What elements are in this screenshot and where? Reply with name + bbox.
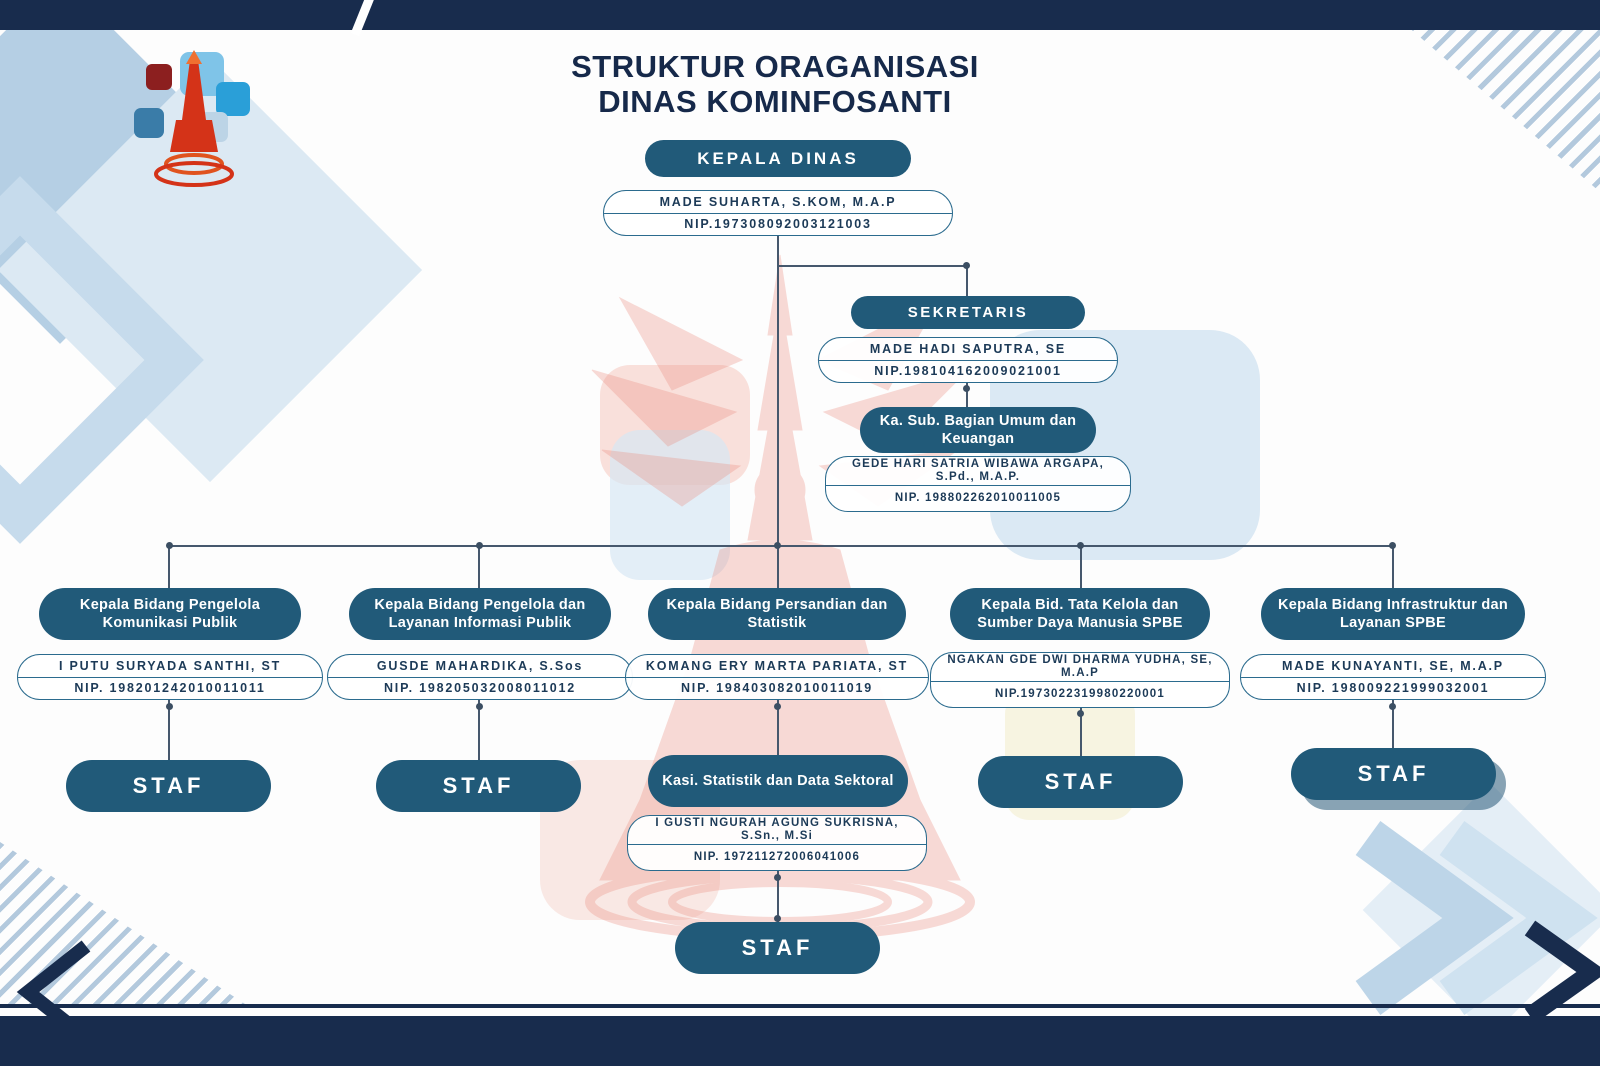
branch-1-title: Kepala Bidang Pengelola Komunikasi Publi… (79, 596, 261, 631)
branch-4-info-box: NGAKAN GDE DWI DHARMA YUDHA, SE, M.A.P N… (930, 652, 1230, 708)
kasi-statistik-nip: NIP. 197211272006041006 (693, 851, 861, 864)
kasub-umum-title: Ka. Sub. Bagian Umum dan Keuangan (879, 412, 1077, 447)
branch-4-staf-label: STAF (1044, 769, 1117, 794)
connector-drop-4 (1080, 545, 1082, 588)
kasub-umum-name: GEDE HARI SATRIA WIBAWA ARGAPA, S.Pd., M… (826, 457, 1130, 487)
branch-3-title: Kepala Bidang Persandian dan Statistik (666, 596, 888, 631)
branch-5-info-box: MADE KUNAYANTI, SE, M.A.P NIP. 198009221… (1240, 654, 1546, 700)
branch-2-name: GUSDE MAHARDIKA, S.Sos (328, 655, 632, 678)
junction-dot (166, 542, 173, 549)
junction-dot (963, 385, 970, 392)
junction-dot (476, 542, 483, 549)
branch-2-staf-pill: STAF (376, 760, 581, 812)
kepala-dinas-info-box: MADE SUHARTA, S.KOM, M.A.P NIP.197308092… (603, 190, 953, 236)
branch-4-name: NGAKAN GDE DWI DHARMA YUDHA, SE, M.A.P (931, 653, 1229, 683)
junction-dot (166, 703, 173, 710)
branch-5-staf-label: STAF (1357, 761, 1430, 786)
kasub-umum-nip: NIP. 198802262010011005 (894, 492, 1062, 505)
branch-1-nip: NIP. 198201242010011011 (74, 681, 266, 696)
kepala-dinas-nip: NIP.197308092003121003 (684, 217, 872, 232)
connector-trunk (777, 236, 779, 545)
branch-4-staf-pill: STAF (978, 756, 1183, 808)
bottom-thin-line (0, 1004, 1600, 1008)
branch-2-title: Kepala Bidang Pengelola dan Layanan Info… (374, 596, 586, 631)
kasi-statistik-title-pill: Kasi. Statistik dan Data Sektoral (648, 755, 908, 807)
branch-1-name: I PUTU SURYADA SANTHI, ST (18, 655, 322, 678)
branch-3-title-pill: Kepala Bidang Persandian dan Statistik (648, 588, 906, 640)
connector-drop-5 (1392, 545, 1394, 588)
connector-kasub-v (966, 383, 968, 407)
decor-blob (610, 430, 730, 580)
decor-diamond (1362, 782, 1600, 1038)
connector-kasi (777, 700, 779, 755)
connector-staf-4 (1080, 708, 1082, 756)
bottom-bar (0, 1016, 1600, 1066)
branch-5-staf-pill: STAF (1291, 748, 1496, 800)
decor-hatch-bottom-left (0, 842, 245, 1004)
branch-4-nip: NIP.1973022319980220001 (994, 688, 1165, 701)
top-bar (0, 0, 1600, 37)
branch-3-name: KOMANG ERY MARTA PARIATA, ST (626, 655, 928, 678)
kasub-umum-title-pill: Ka. Sub. Bagian Umum dan Keuangan (860, 407, 1096, 453)
connector-staf-5 (1392, 700, 1394, 748)
sekretaris-nip: NIP.198104162009021001 (874, 364, 1062, 379)
junction-dot (774, 542, 781, 549)
page-title: STRUKTUR ORAGANISASI DINAS KOMINFOSANTI (525, 49, 1025, 119)
sekretaris-name: MADE HADI SAPUTRA, SE (819, 338, 1117, 361)
branch-2-nip: NIP. 198205032008011012 (383, 681, 577, 696)
connector-distribution (169, 545, 1394, 547)
branch-1-info-box: I PUTU SURYADA SANTHI, ST NIP. 198201242… (17, 654, 323, 700)
connector-drop-1 (168, 545, 170, 588)
junction-dot (476, 703, 483, 710)
page-title-line1: STRUKTUR ORAGANISASI (571, 49, 979, 84)
connector-staf-2 (478, 700, 480, 760)
kasi-statistik-staf-label: STAF (741, 935, 814, 960)
junction-dot (774, 703, 781, 710)
connector-staf-1 (168, 700, 170, 760)
branch-5-nip: NIP. 198009221999032001 (1296, 681, 1490, 696)
decor-hatch-top-right (1411, 30, 1600, 192)
branch-3-nip: NIP. 198403082010011019 (680, 681, 874, 696)
kasi-statistik-info-box: I GUSTI NGURAH AGUNG SUKRISNA, S.Sn., M.… (627, 815, 927, 871)
sekretaris-title-pill: SEKRETARIS (851, 296, 1085, 329)
branch-5-title: Kepala Bidang Infrastruktur dan Layanan … (1277, 596, 1509, 631)
connector-drop-3 (777, 545, 779, 588)
kasi-statistik-name: I GUSTI NGURAH AGUNG SUKRISNA, S.Sn., M.… (628, 816, 926, 846)
connector-sekretaris-h (778, 265, 968, 267)
branch-3-info-box: KOMANG ERY MARTA PARIATA, ST NIP. 198403… (625, 654, 929, 700)
junction-dot (1077, 710, 1084, 717)
branch-4-title: Kepala Bid. Tata Kelola dan Sumber Daya … (977, 596, 1183, 631)
dinas-kominfosanti-logo (134, 50, 250, 187)
junction-dot (1389, 542, 1396, 549)
kepala-dinas-title: KEPALA DINAS (697, 148, 859, 168)
junction-dot (774, 874, 781, 881)
junction-dot (774, 915, 781, 922)
sekretaris-info-box: MADE HADI SAPUTRA, SE NIP.19810416200902… (818, 337, 1118, 383)
branch-2-info-box: GUSDE MAHARDIKA, S.Sos NIP. 198205032008… (327, 654, 633, 700)
junction-dot (963, 262, 970, 269)
page-title-line2: DINAS KOMINFOSANTI (598, 83, 952, 119)
kasi-statistik-title: Kasi. Statistik dan Data Sektoral (662, 772, 894, 789)
sekretaris-title: SEKRETARIS (907, 304, 1029, 321)
kepala-dinas-name: MADE SUHARTA, S.KOM, M.A.P (604, 191, 952, 214)
kasi-statistik-staf-pill: STAF (675, 922, 880, 974)
branch-2-title-pill: Kepala Bidang Pengelola dan Layanan Info… (349, 588, 611, 640)
branch-1-title-pill: Kepala Bidang Pengelola Komunikasi Publi… (39, 588, 301, 640)
junction-dot (1389, 703, 1396, 710)
connector-kasi-staf (777, 871, 779, 922)
branch-2-staf-label: STAF (442, 773, 515, 798)
branch-1-staf-pill: STAF (66, 760, 271, 812)
branch-4-title-pill: Kepala Bid. Tata Kelola dan Sumber Daya … (950, 588, 1210, 640)
junction-dot (1077, 542, 1084, 549)
branch-5-name: MADE KUNAYANTI, SE, M.A.P (1241, 655, 1545, 678)
branch-1-staf-label: STAF (132, 773, 205, 798)
kasub-umum-info-box: GEDE HARI SATRIA WIBAWA ARGAPA, S.Pd., M… (825, 456, 1131, 512)
connector-drop-2 (478, 545, 480, 588)
connector-sekretaris-v (966, 265, 968, 296)
branch-5-title-pill: Kepala Bidang Infrastruktur dan Layanan … (1261, 588, 1525, 640)
kepala-dinas-title-pill: KEPALA DINAS (645, 140, 911, 177)
top-bar-slash (350, 0, 375, 37)
